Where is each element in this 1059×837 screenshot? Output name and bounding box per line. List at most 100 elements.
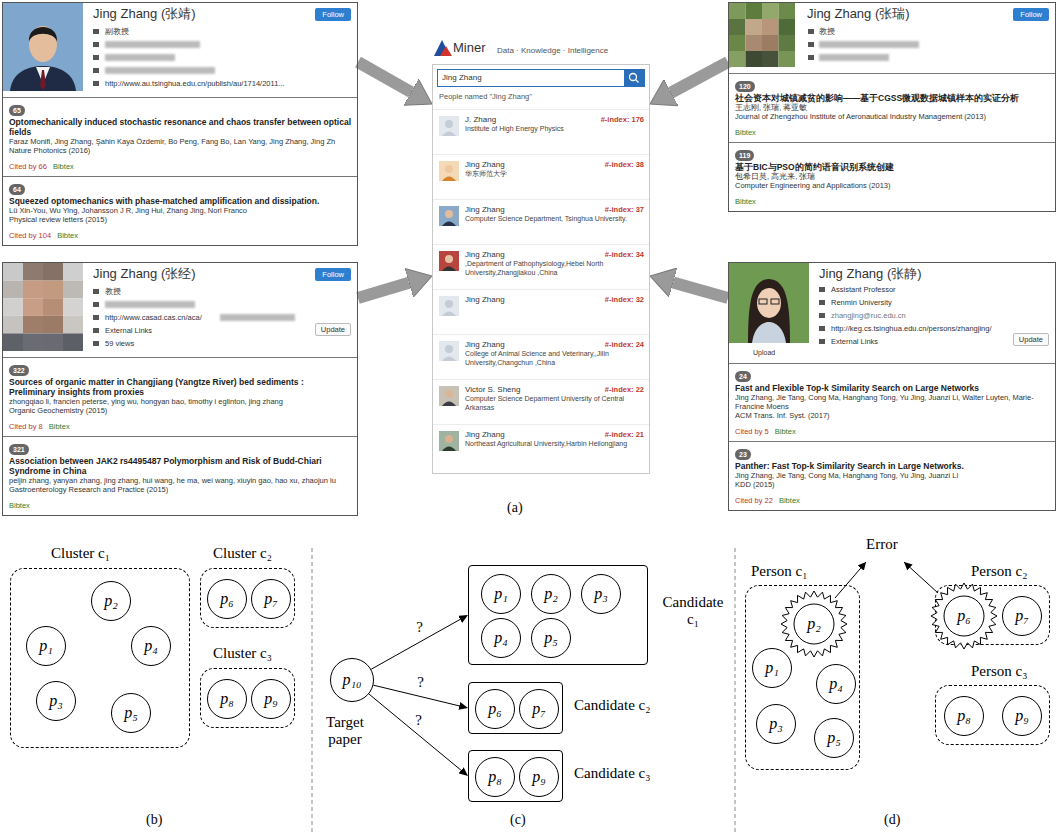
h-index: #-index: 34	[605, 250, 644, 259]
blurred-line	[819, 54, 889, 61]
avatar-head	[445, 210, 453, 218]
pixel	[63, 316, 83, 334]
result-row: Jing ZhangNortheast Agricultural Univers…	[433, 424, 649, 469]
paper-label: p₈	[957, 708, 971, 724]
paper-entry: 23Panther: Fast Top-k Similarity Search …	[729, 441, 1055, 510]
pixel	[729, 35, 746, 51]
profile-photo-pixelated	[729, 3, 795, 67]
avatar-head	[445, 345, 453, 353]
error-arrow	[904, 562, 938, 593]
paper-label: p₇	[264, 591, 278, 607]
result-row: Jing Zhang#-index: 32	[433, 289, 649, 334]
avatar	[439, 386, 459, 406]
paper-circle: p₆	[207, 579, 247, 619]
paper-circle: p₈	[944, 696, 984, 736]
paper-circle: p₄	[481, 618, 521, 658]
paper-count-badge: 119	[735, 150, 754, 161]
block-arrow	[671, 62, 728, 93]
paper-label: p₉	[532, 769, 546, 785]
info-icons	[808, 29, 814, 60]
bibtex-link: Bibtex	[779, 496, 800, 506]
paper-authors: Faraz Monifi, Jing Zhang, Şahin Kaya Özd…	[9, 137, 351, 146]
paper-venue: Journal of Zhengzhou Institute of Aerona…	[735, 112, 1049, 121]
pixel	[3, 333, 23, 351]
profile-info: External Links	[105, 326, 152, 335]
paper-title: Sources of organic matter in Changjiang …	[9, 377, 351, 397]
profile-info: Renmin University	[831, 298, 892, 307]
profile-info: 教授	[819, 27, 835, 36]
pixel	[779, 51, 796, 67]
paper-venue: Gastroenterology Research and Practice (…	[9, 485, 351, 494]
result-row: Jing Zhang,Department of Pathophysiology…	[433, 244, 649, 289]
h-index: #-index: 38	[605, 160, 644, 169]
cluster-box: Candidate c₂p₆p₇	[468, 682, 563, 734]
paper-circle: p₉	[1002, 696, 1042, 736]
profile-info: 59 views	[105, 339, 134, 348]
info-icons	[819, 287, 825, 344]
photo-face	[757, 288, 781, 318]
paper-circle: p₃	[581, 574, 621, 614]
info-icon	[93, 55, 99, 60]
avatar	[439, 431, 459, 451]
pixel	[23, 316, 43, 334]
person-name: Jing Zhang (张靖)	[93, 6, 196, 22]
paper-label: p₉	[1015, 708, 1029, 724]
cluster-box: Person c₃p₈p₉	[935, 685, 1050, 745]
cluster-box: Candidate c₁p₁p₂p₃p₄p₅	[468, 565, 648, 665]
paper-label: p₆	[220, 591, 234, 607]
pixel	[63, 298, 83, 316]
avatar-head	[445, 390, 453, 398]
result-affiliation: Institute of High Energy Physics	[465, 125, 643, 134]
pixel	[729, 3, 746, 19]
pixel	[762, 35, 779, 51]
paper-entry: 322Sources of organic matter in Changjia…	[3, 357, 357, 436]
paper-circle: p₃	[36, 681, 76, 721]
avatar	[439, 116, 459, 136]
info-icon	[819, 339, 825, 344]
info-icon	[819, 313, 825, 318]
pixel	[729, 19, 746, 35]
photo-face	[29, 26, 57, 62]
paper-circle: p₁	[752, 648, 792, 688]
pixel	[23, 298, 43, 316]
search-input: Jing Zhang	[437, 69, 645, 87]
cluster-box: Cluster c₂p₆p₇	[200, 568, 295, 628]
paper-label: p₆	[957, 608, 971, 624]
h-index: #-index: 176	[601, 115, 644, 124]
paper-circle: p₄	[816, 664, 856, 704]
list-heading: People named "Jing Zhang"	[439, 92, 532, 101]
panel-separator	[312, 548, 313, 835]
paper-count-badge: 321	[9, 444, 29, 455]
profile-card: Jing Zhang (张静)Assistant ProfessorRenmin…	[728, 262, 1056, 511]
result-affiliation: Computer Science Department, Tsinghua Un…	[465, 215, 643, 224]
pixel	[762, 51, 779, 67]
pixel	[23, 263, 43, 281]
paper-venue: Nature Photonics (2016)	[9, 146, 351, 155]
paper-count-badge: 120	[735, 81, 755, 92]
citation-count: Cited by 104	[9, 231, 51, 241]
info-icon	[93, 328, 99, 333]
paper-count-badge: 64	[9, 184, 25, 195]
paper-label: p₁	[765, 660, 779, 676]
paper-circle: p₇	[1002, 596, 1042, 636]
assignment-arrow	[371, 619, 460, 669]
paper-authors: Lü Xin-You, Wu Ying, Johansson J R, Jing…	[9, 206, 351, 215]
paper-label: p₄	[144, 638, 158, 654]
profile-info: http://keg.cs.tsinghua.edu.cn/persons/zh…	[831, 324, 992, 333]
blurred-line	[105, 301, 195, 308]
paper-label: p₃	[769, 716, 783, 732]
pixel	[43, 316, 63, 334]
blurred-line	[105, 54, 175, 61]
cluster-box: Person c₁p₁p₂p₃p₄p₅	[745, 585, 860, 770]
avatar-head	[445, 300, 453, 308]
info-icon	[93, 341, 99, 346]
paper-entry: 119基于BIC与PSO的简约语音识别系统创建包希日莫, 高光来, 张瑞Comp…	[729, 142, 1055, 211]
paper-label: p₄	[829, 676, 843, 692]
result-row: J. ZhangInstitute of High Energy Physics…	[433, 109, 649, 154]
paper-circle: p₈	[207, 679, 247, 719]
panel-separator	[735, 548, 736, 835]
info-icon	[819, 326, 825, 331]
profile-info: External Links	[831, 337, 878, 346]
pixel	[746, 19, 763, 35]
